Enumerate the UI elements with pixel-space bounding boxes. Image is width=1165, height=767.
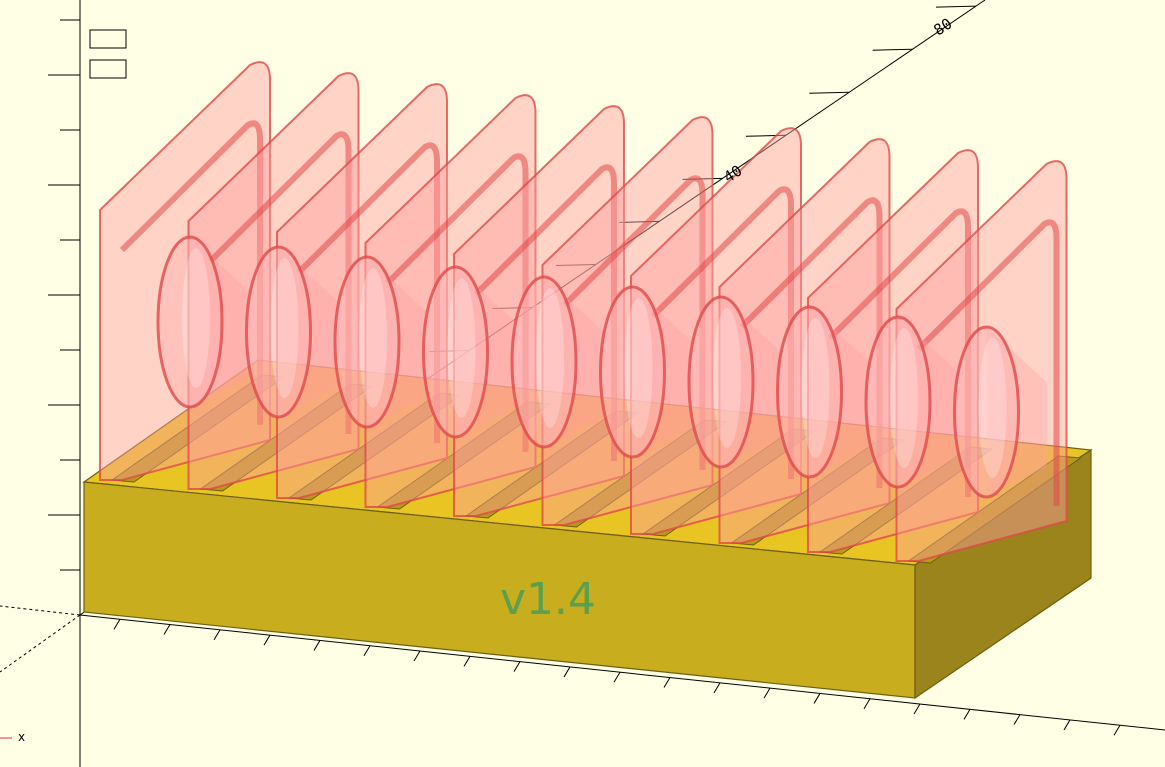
axis-x-tick: [363, 645, 371, 656]
axis-y-tick: [935, 5, 976, 8]
slot: [907, 455, 1082, 564]
highlight-card-rim: [739, 197, 883, 488]
axis-x-tick: [163, 624, 171, 635]
highlight-disc-shine: [624, 298, 653, 438]
axis-y-tick: [745, 134, 786, 137]
highlight-disc-shine: [270, 258, 299, 398]
highlight-card-rim: [562, 175, 706, 470]
highlight-card-rim: [119, 120, 263, 425]
highlight-card-rim: [385, 153, 529, 452]
axis-x-tick: [1013, 714, 1021, 725]
highlight-disc-shine: [536, 288, 564, 428]
axis-x-tick: [1063, 719, 1071, 731]
axis-x-tick: [213, 629, 221, 641]
highlight-disc: [156, 235, 224, 409]
axis-z-label-box: [89, 59, 127, 79]
highlight-disc: [864, 315, 932, 489]
axis-x-tick: [763, 687, 771, 699]
highlight-disc-shine: [890, 328, 918, 468]
highlight-card-rim: [296, 142, 440, 443]
highlight-disc-shine: [978, 338, 1007, 478]
highlight-disc: [510, 275, 578, 449]
axis-x-tick: [963, 709, 971, 720]
highlight-card-rim: [208, 131, 352, 434]
axis-x-label: x: [18, 730, 25, 744]
highlight-card-rim: [473, 164, 617, 461]
axis-x-tick: [413, 650, 421, 662]
axis-x-tick: [863, 698, 871, 709]
version-label: v1.4: [500, 574, 596, 625]
highlight-disc-shine: [447, 278, 476, 418]
axis-y-tick: [555, 263, 596, 266]
highlight-disc: [687, 295, 755, 469]
highlight-disc: [245, 245, 312, 419]
axis-x-tick: [1113, 724, 1121, 736]
highlight-disc: [599, 285, 666, 459]
axis-y-negative-line: [0, 614, 81, 673]
axis-x-tick: [813, 693, 821, 704]
axis-x-tick: [513, 661, 521, 672]
highlight-disc: [776, 305, 843, 479]
axis-y-tick: [872, 48, 913, 51]
highlight-disc-shine: [801, 318, 830, 458]
highlight-card-rim: [916, 219, 1060, 506]
axis-tick-label: 80: [930, 14, 955, 39]
axis-y-tick: [809, 91, 850, 94]
axis-x-negative-line: [0, 605, 81, 616]
axis-x-line: [79, 614, 1165, 731]
highlight-disc-shine: [713, 308, 741, 448]
highlight-disc-shine: [182, 248, 210, 388]
highlight-discs: [156, 235, 1047, 499]
highlight-card-rim: [827, 208, 971, 497]
highlight-disc: [333, 255, 401, 429]
highlight-disc: [953, 325, 1020, 499]
axis-x-tick: [563, 666, 571, 678]
axis-x-tick: [913, 703, 921, 715]
highlight-disc-shine: [359, 268, 387, 408]
highlight-disc: [422, 265, 489, 439]
axis-z-label-box: [89, 29, 127, 49]
slot-walls: [110, 374, 1082, 564]
axis-x-tick: [113, 618, 121, 630]
axis-x-tick: [613, 671, 621, 683]
axis-x-tick: [463, 656, 471, 667]
axis-x-tick: [713, 682, 721, 694]
highlight-card-rim: [650, 186, 794, 479]
axis-x-tick: [663, 677, 671, 688]
axis-x-tick: [263, 634, 271, 646]
axis-x-tick: [313, 640, 321, 651]
